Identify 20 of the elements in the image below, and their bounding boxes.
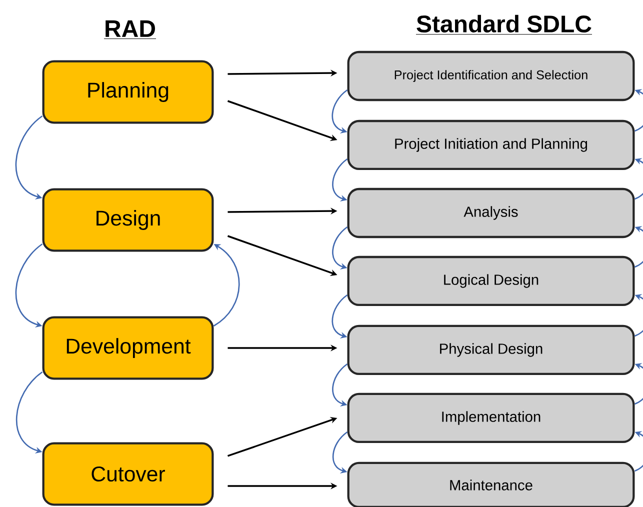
- heading: RAD: [104, 20, 156, 40]
- step-box: Maintenance: [347, 462, 635, 507]
- phase-box: Cutover: [42, 442, 214, 506]
- phase-box: Design: [42, 188, 214, 252]
- step-box: Analysis: [347, 188, 635, 238]
- curved-arrow: [213, 244, 240, 327]
- curved-arrow: [634, 431, 643, 472]
- phase-box: Planning: [42, 60, 214, 124]
- curved-arrow: [634, 89, 643, 132]
- curved-arrow: [634, 294, 643, 337]
- curved-arrow: [634, 226, 643, 268]
- curved-arrow: [634, 158, 643, 200]
- step-box: Physical Design: [347, 324, 635, 376]
- phase-box: Development: [42, 316, 214, 380]
- step-box: Project Identification and Selection: [347, 50, 635, 102]
- step-box: Implementation: [347, 392, 635, 444]
- curved-arrow: [634, 363, 643, 405]
- heading: Standard SDLC: [416, 14, 592, 35]
- step-box: Project Initiation and Planning: [347, 120, 635, 170]
- step-box: Logical Design: [347, 256, 635, 306]
